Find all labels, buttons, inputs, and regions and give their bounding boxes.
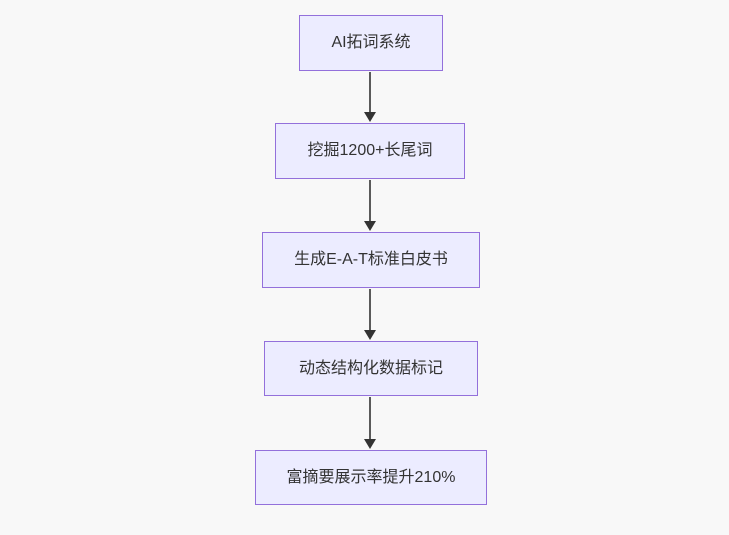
flow-node-rich-snippet-uplift: 富摘要展示率提升210% <box>255 450 487 505</box>
flow-node-structured-data-markup: 动态结构化数据标记 <box>264 341 478 396</box>
node-label: 挖掘1200+长尾词 <box>307 142 433 160</box>
arrowhead-down-icon <box>364 112 376 122</box>
edge-n2-n3 <box>364 180 376 231</box>
edge-n3-n4 <box>364 289 376 340</box>
node-label: 动态结构化数据标记 <box>298 359 443 377</box>
node-label: AI拓词系统 <box>331 34 411 52</box>
flow-node-ai-keyword-system: AI拓词系统 <box>299 15 443 71</box>
node-label: 富摘要展示率提升210% <box>286 468 456 486</box>
arrowhead-down-icon <box>364 330 376 340</box>
arrowhead-down-icon <box>364 439 376 449</box>
flow-node-eat-whitepaper: 生成E-A-T标准白皮书 <box>262 232 480 288</box>
flow-node-longtail-mining: 挖掘1200+长尾词 <box>275 123 465 179</box>
edge-n1-n2 <box>364 72 376 122</box>
edge-n4-n5 <box>364 397 376 449</box>
arrowhead-down-icon <box>364 221 376 231</box>
node-label: 生成E-A-T标准白皮书 <box>294 251 448 269</box>
